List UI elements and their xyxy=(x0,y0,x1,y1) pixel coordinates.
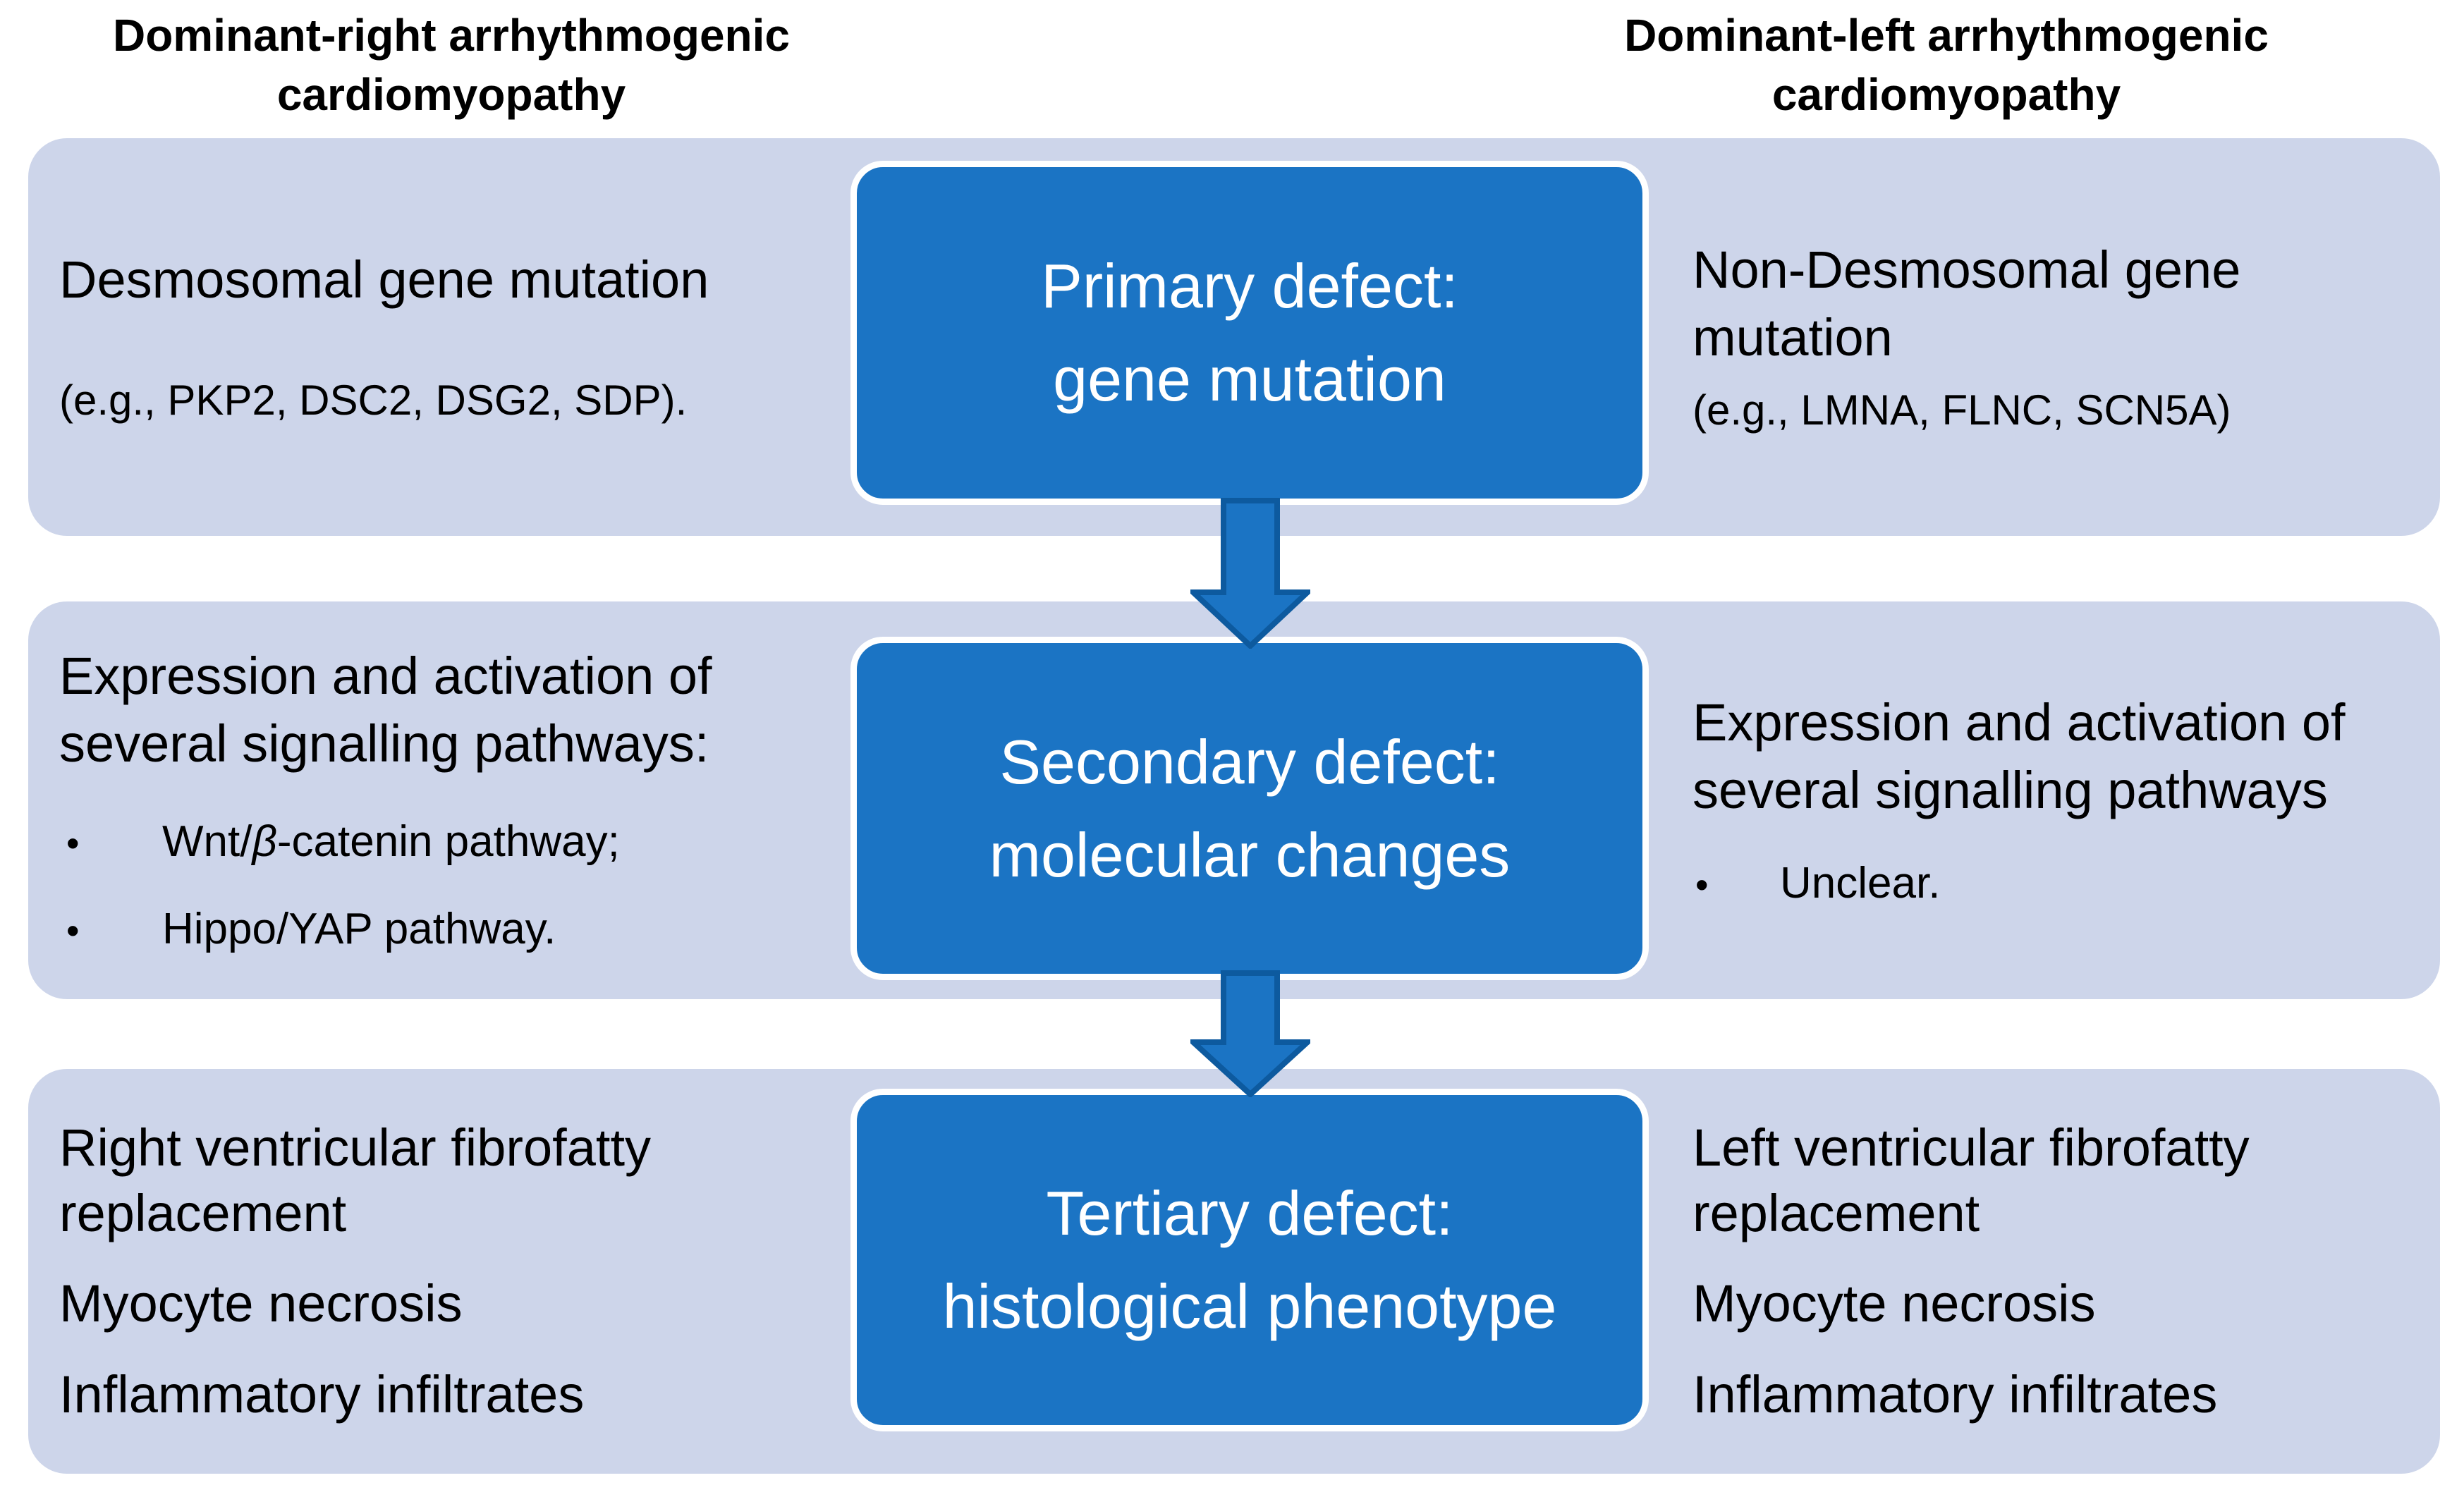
column-header-dominant-right: Dominant-right arrhythmogenic cardiomyop… xyxy=(112,10,791,121)
bullet-icon: • xyxy=(1695,864,1709,906)
right-dominant-secondary-text: Expression and activation of several sig… xyxy=(59,601,831,999)
box-title-line2: histological phenotype xyxy=(942,1271,1557,1341)
desmosomal-gene-examples: (e.g., PKP2, DSC2, DSG2, SDP). xyxy=(59,377,688,424)
bullet-icon: • xyxy=(66,822,80,864)
bullet-icon: • xyxy=(66,910,80,953)
box-title-line1: Tertiary defect: xyxy=(1046,1178,1453,1248)
box-title-line2: molecular changes xyxy=(989,819,1511,890)
column-header-dominant-left: Dominant-left arrhythmogenic cardiomyopa… xyxy=(1624,10,2269,121)
left-dominant-tertiary-text: Left ventricular fibrofatty replacement … xyxy=(1693,1069,2401,1474)
unclear-text: Unclear. xyxy=(1780,858,1941,908)
non-desmosomal-mutation-text: Non-Desmosomal gene mutation xyxy=(1693,240,2241,367)
primary-defect-box: Primary defect: gene mutation xyxy=(850,161,1649,505)
pathway-bullet-list: • Unclear. xyxy=(1693,855,2401,912)
tertiary-defect-box: Tertiary defect: histological phenotype xyxy=(850,1089,1649,1431)
secondary-defect-box: Secondary defect: molecular changes xyxy=(850,637,1649,980)
desmosomal-mutation-text: Desmosomal gene mutation xyxy=(59,250,709,309)
hippo-pathway-text: Hippo/YAP pathway. xyxy=(162,905,556,954)
right-dominant-primary-text: Desmosomal gene mutation (e.g., PKP2, DS… xyxy=(59,138,831,536)
rv-fibrofatty-text: Right ventricular fibrofatty replacement xyxy=(59,1118,652,1242)
signalling-pathways-heading-left: Expression and activation of several sig… xyxy=(59,647,712,774)
left-dominant-primary-text: Non-Desmosomal gene mutation (e.g., LMNA… xyxy=(1693,138,2401,536)
non-desmosomal-gene-examples: (e.g., LMNA, FLNC, SCN5A) xyxy=(1693,386,2231,434)
box-title-line1: Secondary defect: xyxy=(999,726,1500,797)
list-item: • Unclear. xyxy=(1693,855,2401,912)
lv-fibrofatty-text: Left ventricular fibrofatty replacement xyxy=(1693,1118,2250,1242)
pathway-bullet-list: • Wnt/β-catenin pathway; • Hippo/YAP pat… xyxy=(59,814,831,958)
list-item: • Wnt/β-catenin pathway; xyxy=(59,814,831,871)
down-arrow-icon xyxy=(1190,498,1310,649)
right-dominant-tertiary-text: Right ventricular fibrofatty replacement… xyxy=(59,1069,831,1474)
myocyte-necrosis-text: Myocyte necrosis xyxy=(59,1274,463,1333)
inflammatory-infiltrates-text: Inflammatory infiltrates xyxy=(59,1364,585,1424)
wnt-pathway-text: Wnt/β-catenin pathway; xyxy=(162,817,620,866)
box-title-line2: gene mutation xyxy=(1053,344,1446,414)
down-arrow-icon xyxy=(1190,970,1310,1097)
box-title-line1: Primary defect: xyxy=(1041,251,1458,321)
myocyte-necrosis-text: Myocyte necrosis xyxy=(1693,1274,2096,1333)
inflammatory-infiltrates-text: Inflammatory infiltrates xyxy=(1693,1364,2218,1424)
left-dominant-secondary-text: Expression and activation of several sig… xyxy=(1693,601,2401,999)
list-item: • Hippo/YAP pathway. xyxy=(59,901,831,958)
signalling-pathways-heading-right: Expression and activation of several sig… xyxy=(1693,692,2346,819)
